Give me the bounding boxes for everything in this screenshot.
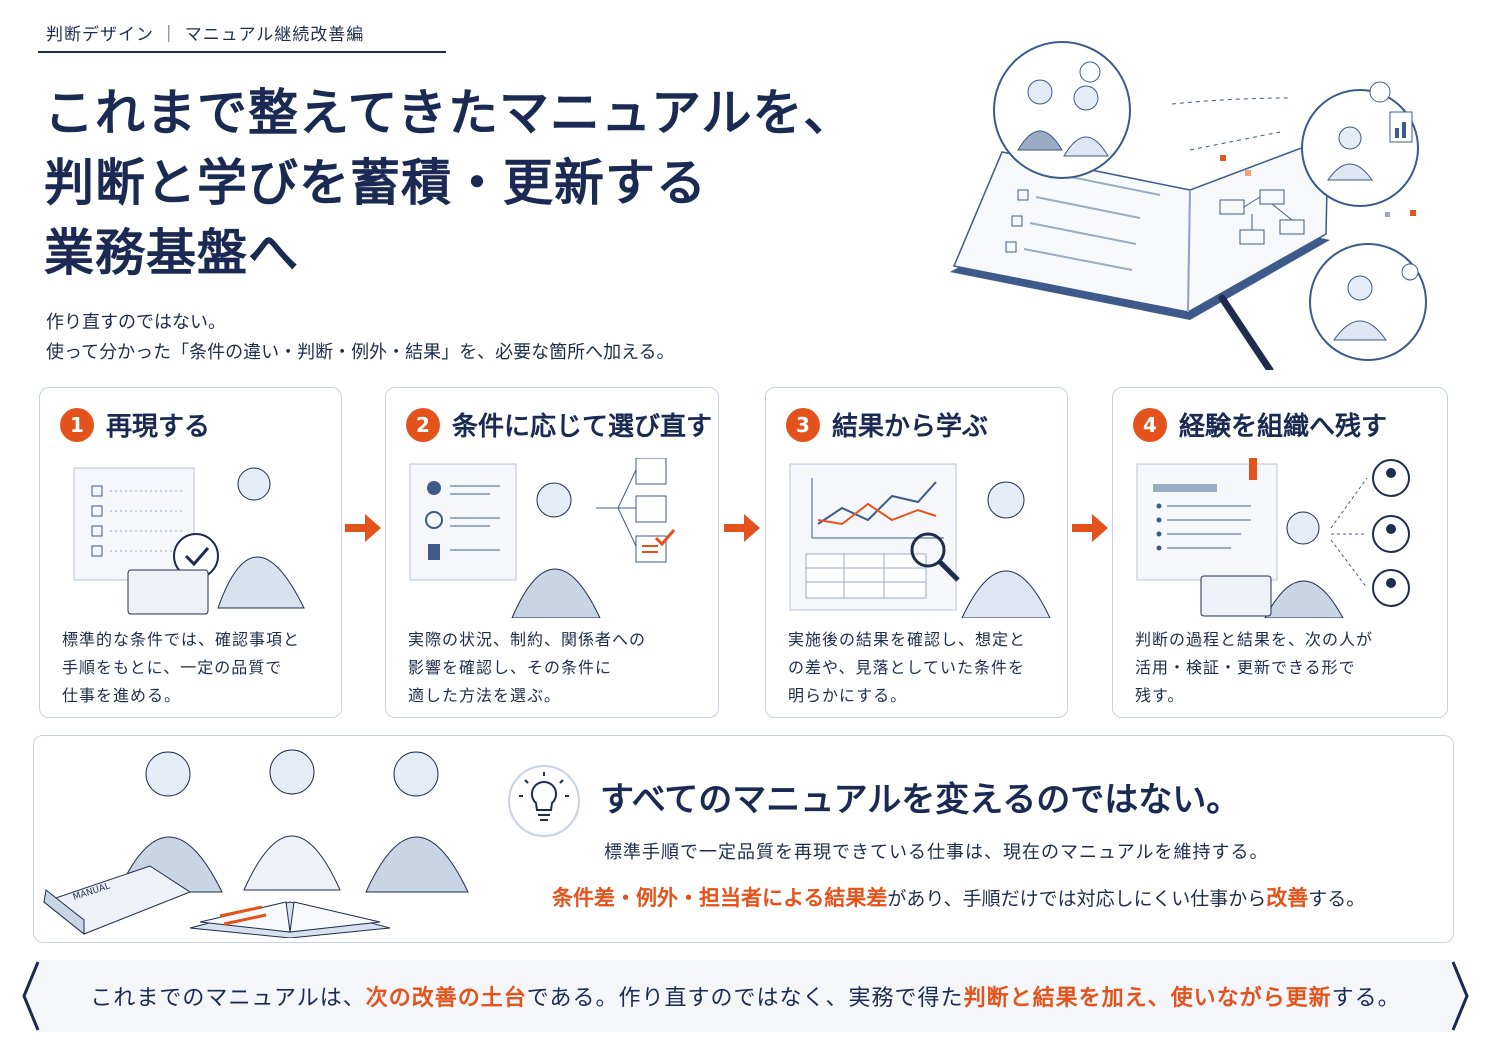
discussion-bubble-icon [993,41,1131,179]
arrow-right-icon [1072,514,1108,542]
idea-bubble-icon [1309,243,1427,361]
panel-text-mid: があり、手順だけでは対応しにくい仕事から [887,888,1267,910]
share-knowledge-icon [1136,458,1410,618]
step-1-desc-line: 手順をもとに、一定の品質で [62,658,283,677]
step-1-desc-line: 標準的な条件では、確認事項と [62,630,301,649]
step-2-desc-line: 実際の状況、制約、関係者への [408,630,647,649]
step-1-number: 1 [60,407,94,442]
step-3-number: 3 [786,407,820,442]
lead-text: 作り直すのではない。 使って分かった「条件の違い・判断・例外・結果」を、必要な箇… [46,308,675,368]
arrow-right-icon [345,514,381,542]
step-2-heading: 2 条件に応じて選び直す [406,406,712,443]
step-2-title: 条件に応じて選び直す [452,412,713,442]
panel-title: すべてのマニュアルを変えるのではない。 [600,780,1241,820]
step-2-description: 実際の状況、制約、関係者への 影響を確認し、その条件に 適した方法を選ぶ。 [408,626,646,710]
title-line-3: 業務基盤へ [44,223,299,282]
step-4-desc-line: 活用・検証・更新できる形で [1135,658,1356,677]
banner-highlight-update: 判断と結果を加え、使いながら更新 [963,985,1332,1011]
arrow-right-icon [724,514,760,542]
step-1-desc-line: 仕事を進める。 [62,686,182,705]
banner-highlight-foundation: 次の改善の土台 [365,985,527,1011]
step-2-desc-line: 適した方法を選ぶ。 [408,686,562,705]
open-book-icon [950,136,1330,370]
checklist-laptop-icon [73,467,305,615]
step-card-1: 1 再現する 標準的な条件では、確認事項と 手順をもとに、一定の品質で 仕事を進… [39,387,342,718]
step-1-description: 標準的な条件では、確認事項と 手順をもとに、一定の品質で 仕事を進める。 [62,626,300,710]
banner-part-2: である。作り直すのではなく、実務で得た [526,986,964,1011]
analysis-bubble-icon [1301,81,1419,207]
step-3-desc-line: の差や、見落としていた条件を [788,658,1026,677]
banner-frame [22,960,1469,1032]
step-3-desc-line: 実施後の結果を確認し、想定と [788,630,1027,649]
panel-keep-text: 標準手順で一定品質を再現できている仕事は、現在のマニュアルを維持する。 [604,842,1269,863]
step-3-heading: 3 結果から学ぶ [786,406,988,443]
step-4-number: 4 [1133,407,1167,442]
step-3-description: 実施後の結果を確認し、想定と の差や、見落としていた条件を 明らかにする。 [788,626,1026,710]
step-4-desc-line: 判断の過程と結果を、次の人が [1135,630,1374,649]
panel-highlight-improve: 改善 [1266,886,1309,910]
page-title: これまで整えてきたマニュアルを、 判断と学びを蓄積・更新する 業務基盤へ [44,78,855,288]
step-2-desc-line: 影響を確認し、その条件に [408,658,613,677]
panel-improve-text: 条件差・例外・担当者による結果差があり、手順だけでは対応しにくい仕事から改善する… [552,882,1365,912]
team-meeting-icon: MANUAL [42,749,469,938]
results-chart-magnifier-icon [789,463,1051,618]
series-underline [38,51,446,53]
step-4-desc-line: 残す。 [1135,686,1185,705]
lead-line-2: 使って分かった「条件の違い・判断・例外・結果」を、必要な箇所へ加える。 [46,342,675,363]
conditions-choice-icon [409,458,676,618]
step-3-title: 結果から学ぶ [832,412,989,442]
panel-highlight-conditions: 条件差・例外・担当者による結果差 [552,886,888,910]
hero-illustration [950,41,1427,370]
step-4-title: 経験を組織へ残す [1179,412,1388,442]
scope-panel: MANUAL すべてのマニュアルを変えるのではない。 標準手順で一定品質を再現で… [33,735,1454,943]
step-3-desc-line: 明らかにする。 [788,686,908,705]
summary-banner: これまでのマニュアルは、次の改善の土台である。作り直すのではなく、実務で得た判断… [22,960,1469,1032]
banner-part-1: これまでのマニュアルは、 [90,986,366,1011]
panel-text-end: する。 [1308,888,1366,910]
step-card-4: 4 経験を組織へ残す 判断の過程と結果を、次の人が 活用・検証・更新できる形で … [1112,387,1448,718]
lead-line-1: 作り直すのではない。 [46,312,226,333]
step-card-2: 2 条件に応じて選び直す 実際の状況、制約、関係者への 影響を確認し、その条件に… [385,387,719,718]
step-4-description: 判断の過程と結果を、次の人が 活用・検証・更新できる形で 残す。 [1135,626,1373,710]
step-1-heading: 1 再現する [60,406,210,443]
step-1-title: 再現する [106,412,211,442]
series-label: 判断デザイン ｜ マニュアル継続改善編 [46,25,365,45]
banner-text: これまでのマニュアルは、次の改善の土台である。作り直すのではなく、実務で得た判断… [22,960,1469,1032]
banner-part-3: する。 [1331,986,1401,1011]
step-card-3: 3 結果から学ぶ 実施後の結果を確認し、想定と の差や、見落としていた条件を 明… [765,387,1068,718]
lightbulb-icon [508,765,580,837]
title-line-1: これまで整えてきたマニュアルを、 [44,83,855,142]
step-2-number: 2 [406,407,440,442]
step-4-heading: 4 経験を組織へ残す [1133,406,1387,443]
title-line-2: 判断と学びを蓄積・更新する [44,153,707,212]
